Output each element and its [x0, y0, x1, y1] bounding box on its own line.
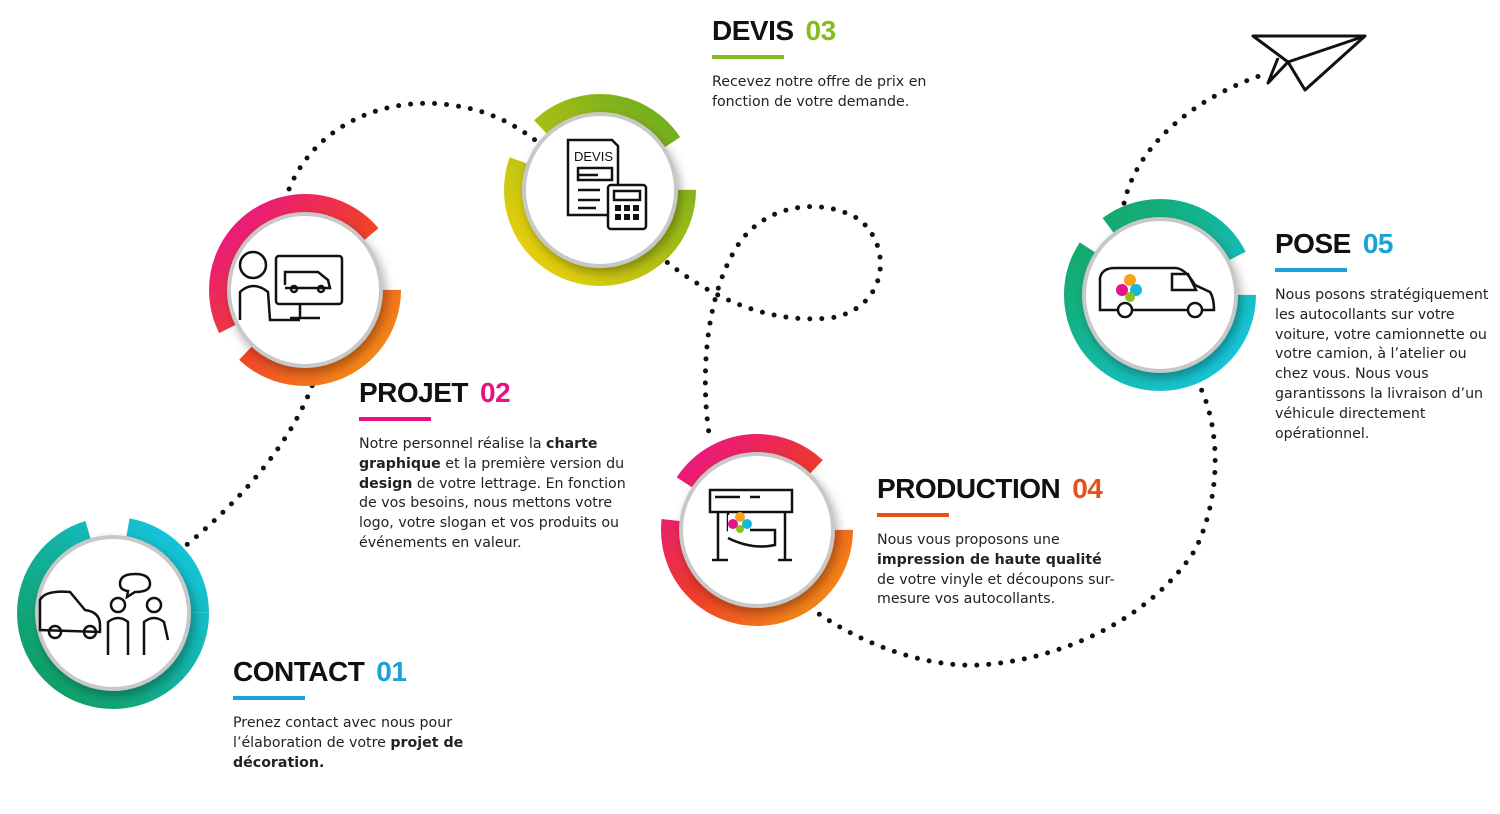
- step-contact: CONTACT 01 Prenez contact avec nous pour …: [233, 656, 493, 773]
- printer-icon: [708, 488, 794, 562]
- emphasis-text: projet de décoration.: [233, 734, 464, 771]
- devis-icon-label: DEVIS: [574, 149, 613, 164]
- step-description: Prenez contact avec nous pour l’élaborat…: [233, 714, 493, 773]
- step-description: Notre personnel réalise la charte graphi…: [359, 435, 629, 554]
- step-production: PRODUCTION 04 Nous vous proposons une imp…: [877, 473, 1117, 610]
- text-segment: de votre lettrage. En fonction de vos be…: [359, 475, 626, 551]
- pose-circle: [1064, 199, 1256, 391]
- meeting-icon: [38, 572, 170, 655]
- emphasis-text: charte graphique: [359, 436, 598, 472]
- paper-plane-icon: [1251, 34, 1367, 92]
- step-title-text: PROJET: [359, 377, 469, 408]
- text-segment: Notre personnel réalise la: [359, 436, 547, 452]
- text-segment: de votre vinyle et découpons sur-mesure …: [877, 571, 1115, 608]
- quote-document-icon: [566, 138, 648, 231]
- step-title: PRODUCTION 04: [877, 473, 1117, 505]
- step-underline: [1275, 268, 1347, 272]
- step-underline: [877, 513, 949, 517]
- step-title-text: POSE: [1275, 228, 1351, 259]
- text-segment: Recevez notre offre de prix en fonction …: [712, 74, 927, 110]
- step-number: 03: [805, 15, 837, 46]
- step-title: PROJET 02: [359, 377, 629, 409]
- van-icon: [1098, 266, 1216, 319]
- step-title: POSE 05: [1275, 228, 1490, 260]
- step-title-text: DEVIS: [712, 15, 794, 46]
- step-description: Recevez notre offre de prix en fonction …: [712, 73, 927, 113]
- text-segment: Nous vous proposons une: [877, 532, 1060, 548]
- step-underline: [233, 696, 305, 700]
- step-description: Nous posons stratégiquement les autocoll…: [1275, 286, 1490, 444]
- step-number: 05: [1362, 228, 1394, 259]
- text-segment: Nous posons stratégiquement les autocoll…: [1275, 287, 1489, 442]
- emphasis-text: impression de haute qualité: [877, 551, 1102, 568]
- emphasis-text: design: [359, 475, 413, 492]
- text-segment: Prenez contact avec nous pour l’élaborat…: [233, 715, 453, 751]
- step-description: Nous vous proposons une impression de ha…: [877, 531, 1117, 610]
- step-title: CONTACT 01: [233, 656, 493, 688]
- step-underline: [359, 417, 431, 421]
- step-underline: [712, 55, 784, 59]
- step-title: DEVIS 03: [712, 15, 927, 47]
- dotted-path: [175, 72, 1265, 668]
- step-title-text: PRODUCTION: [877, 473, 1061, 504]
- step-title-text: CONTACT: [233, 656, 365, 687]
- contact-circle: [17, 517, 209, 709]
- step-number: 04: [1072, 473, 1103, 504]
- step-number: 02: [480, 377, 511, 408]
- step-pose: POSE 05 Nous posons stratégiquement les a…: [1275, 228, 1490, 444]
- step-devis: DEVIS 03 Recevez notre offre de prix en f…: [712, 15, 927, 113]
- step-number: 01: [376, 656, 407, 687]
- text-segment: et la première version du: [440, 455, 625, 472]
- designer-icon: [238, 250, 344, 322]
- projet-circle: [209, 194, 401, 386]
- step-projet: PROJET 02 Notre personnel réalise la char…: [359, 377, 629, 554]
